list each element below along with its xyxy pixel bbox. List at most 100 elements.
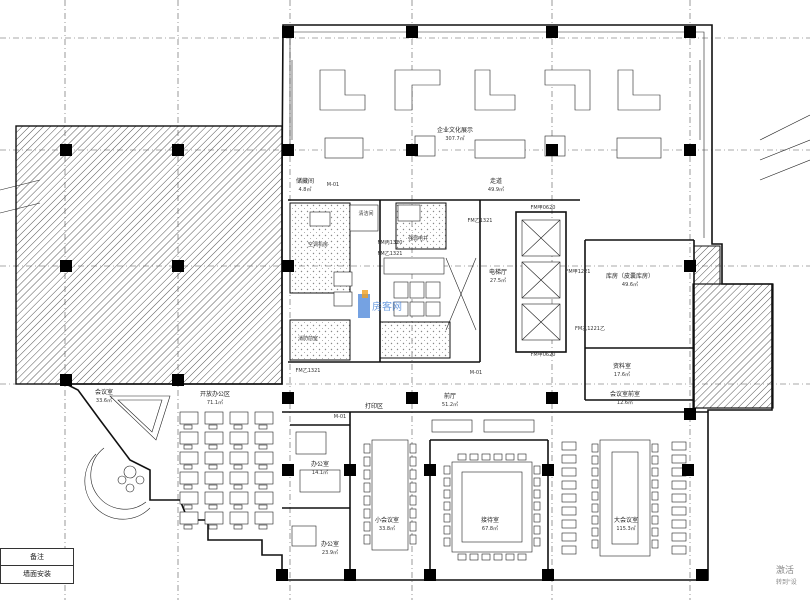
chair bbox=[651, 455, 659, 465]
chair bbox=[469, 553, 479, 561]
open-office-desks bbox=[179, 411, 274, 530]
column bbox=[424, 569, 436, 581]
chair bbox=[363, 482, 371, 493]
column bbox=[344, 464, 356, 476]
chair bbox=[517, 553, 527, 561]
desk-chair bbox=[233, 484, 243, 490]
desk bbox=[179, 451, 199, 465]
tag-label-4: FM甲0620 bbox=[531, 205, 556, 211]
chair bbox=[591, 527, 599, 537]
column bbox=[546, 144, 558, 156]
room-label-warehouse: 库房（皮囊库房） bbox=[606, 272, 654, 280]
row-seat bbox=[671, 480, 687, 490]
chair bbox=[443, 477, 451, 487]
chair bbox=[493, 553, 503, 561]
outer-walls bbox=[65, 24, 773, 581]
room-area-office1: 14.1㎡ bbox=[312, 469, 328, 476]
tag-label-7: FM乙1321 bbox=[378, 250, 403, 257]
chair bbox=[505, 453, 515, 461]
elevator-bank bbox=[515, 211, 567, 353]
column bbox=[60, 374, 72, 386]
room-label-exhibit: 企业文化展示 bbox=[437, 126, 473, 134]
desk bbox=[254, 451, 274, 465]
tag-label-0: 清洁间 bbox=[358, 210, 373, 217]
column bbox=[684, 26, 696, 38]
title-block-wall-install: 墙面安装 bbox=[23, 570, 51, 578]
desk-chair bbox=[183, 524, 193, 530]
chair bbox=[443, 501, 451, 511]
desk bbox=[204, 411, 224, 425]
chair bbox=[493, 453, 503, 461]
left-hatched-zone bbox=[15, 125, 283, 385]
column bbox=[684, 408, 696, 420]
row-seat bbox=[561, 493, 577, 503]
desk-chair bbox=[208, 464, 218, 470]
tag-label-2: 强弱电井 bbox=[408, 235, 428, 242]
chair bbox=[651, 539, 659, 549]
exhibit-display-stands bbox=[291, 60, 701, 159]
title-block: 备注 墙面安装 bbox=[0, 548, 74, 584]
desk-chair bbox=[258, 484, 268, 490]
room-label-big-meeting: 大会议室 bbox=[614, 516, 638, 524]
desk-chair bbox=[258, 444, 268, 450]
title-block-note: 备注 bbox=[1, 549, 73, 566]
chair bbox=[591, 479, 599, 489]
column bbox=[282, 464, 294, 476]
column bbox=[60, 260, 72, 272]
column bbox=[282, 260, 294, 272]
chair bbox=[533, 501, 541, 511]
chair bbox=[443, 525, 451, 535]
chair bbox=[409, 508, 417, 519]
room-area-archive: 17.6㎡ bbox=[614, 371, 630, 378]
tag-label-5: FM甲0620 bbox=[531, 352, 556, 358]
reception-furniture bbox=[431, 419, 541, 561]
chair bbox=[651, 491, 659, 501]
desk-chair bbox=[258, 524, 268, 530]
tag-label-6: FM乙1321 bbox=[468, 217, 493, 224]
chair bbox=[363, 508, 371, 519]
row-seat bbox=[561, 467, 577, 477]
chair bbox=[651, 527, 659, 537]
desk bbox=[254, 491, 274, 505]
column bbox=[542, 464, 554, 476]
desk-chair bbox=[183, 424, 193, 430]
chair bbox=[651, 515, 659, 525]
room-label-reception: 接待室 bbox=[481, 516, 499, 524]
column bbox=[546, 392, 558, 404]
chair bbox=[409, 495, 417, 506]
row-seat bbox=[561, 506, 577, 516]
chair bbox=[363, 456, 371, 467]
desk bbox=[254, 431, 274, 445]
room-label-print: 打印区 bbox=[365, 402, 383, 410]
chair bbox=[517, 453, 527, 461]
desk-chair bbox=[233, 504, 243, 510]
desk-chair bbox=[258, 504, 268, 510]
desk bbox=[254, 411, 274, 425]
chair bbox=[443, 537, 451, 547]
room-area-meeting-front: 12.6㎡ bbox=[617, 399, 633, 406]
desk bbox=[179, 471, 199, 485]
tag-label-12: M-01 bbox=[327, 182, 339, 188]
chair bbox=[651, 467, 659, 477]
chair bbox=[591, 515, 599, 525]
room-label-archive: 资料室 bbox=[613, 362, 631, 370]
left-curved-bay bbox=[84, 447, 151, 520]
row-seat bbox=[671, 493, 687, 503]
watermark-logo: 房客网 bbox=[358, 290, 406, 322]
service-core bbox=[288, 199, 580, 363]
row-seat bbox=[671, 545, 687, 555]
room-label-meeting-front: 会议室前室 bbox=[610, 390, 640, 398]
desk bbox=[179, 431, 199, 445]
desk bbox=[204, 471, 224, 485]
column bbox=[424, 464, 436, 476]
chair bbox=[533, 477, 541, 487]
tag-label-9: FM丙1320 bbox=[378, 240, 403, 246]
room-area-exhibit: 307.7㎡ bbox=[445, 135, 464, 142]
chair bbox=[533, 537, 541, 547]
row-seat bbox=[671, 532, 687, 542]
warehouse-partitions bbox=[584, 239, 695, 408]
chair bbox=[481, 453, 491, 461]
column bbox=[344, 569, 356, 581]
desk bbox=[204, 491, 224, 505]
